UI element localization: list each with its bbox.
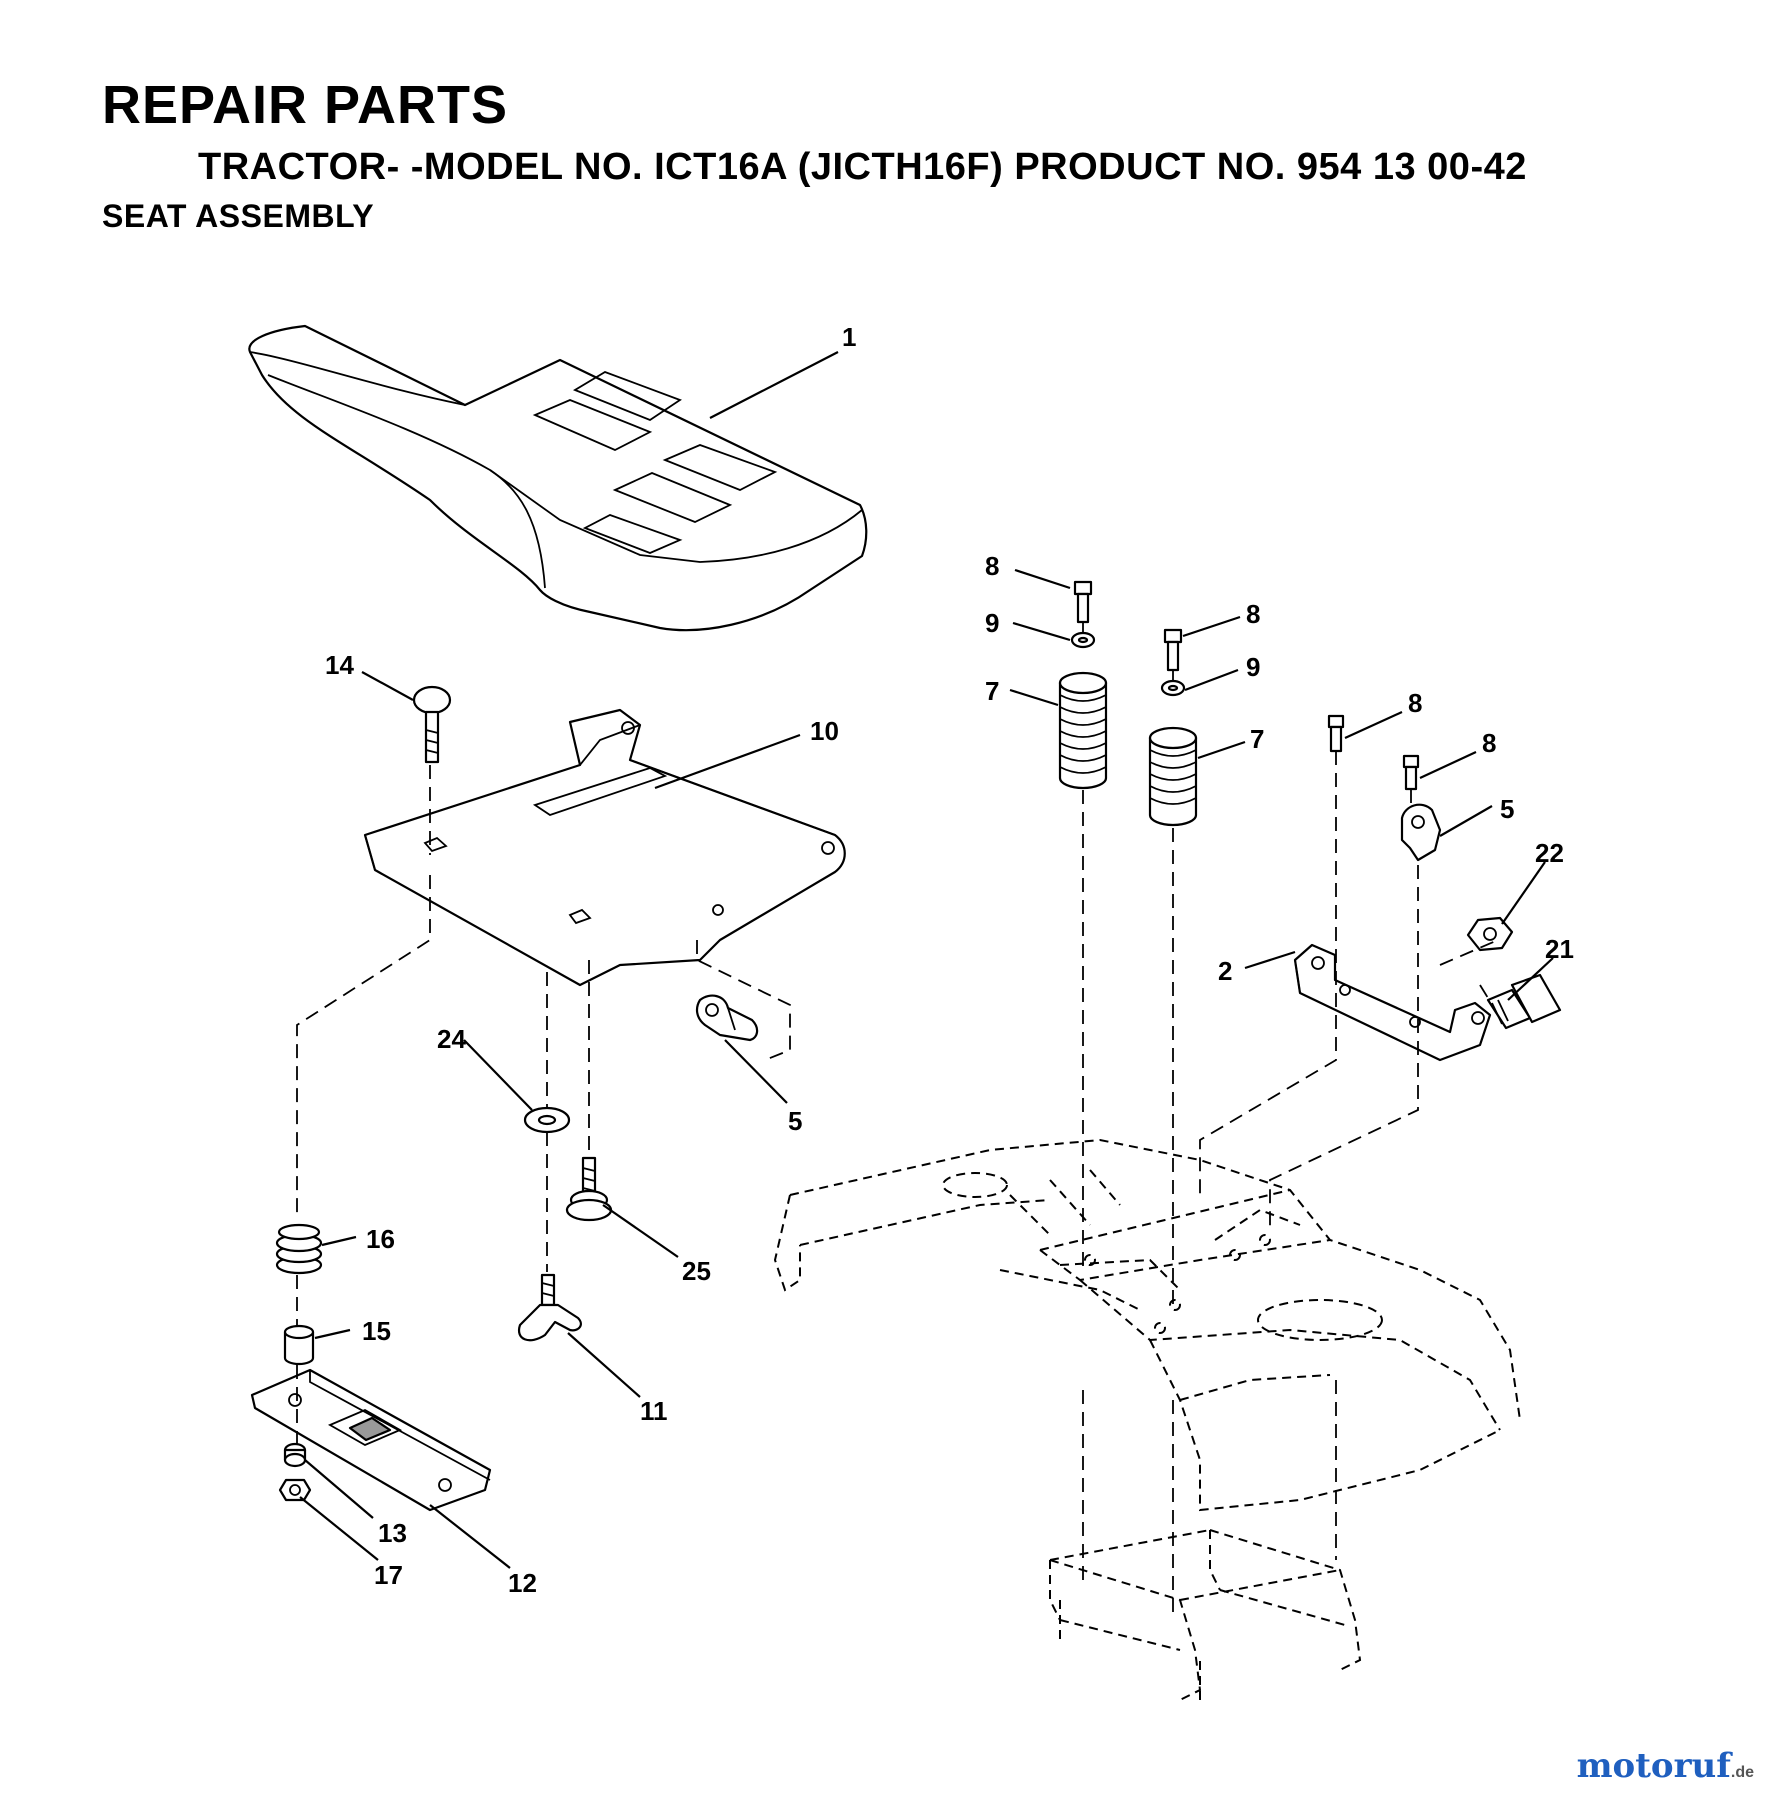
callout-16: 16 [366, 1224, 395, 1254]
leader-lines [299, 351, 1554, 1569]
part-24-washer [523, 1106, 571, 1134]
callout-17: 17 [374, 1560, 403, 1590]
part-8-bolt-a [1073, 580, 1093, 624]
part-21-bolt [1486, 973, 1562, 1030]
fender-ghost [773, 1138, 1521, 1512]
part-8-bolt-c [1327, 714, 1345, 753]
part-11-knob [517, 1273, 582, 1342]
part-9-washer-b [1160, 679, 1186, 697]
part-8-bolt-b [1163, 628, 1183, 672]
page-title: REPAIR PARTS [102, 75, 509, 135]
part-7-spring-a [1058, 671, 1108, 790]
part-17-flange-nut [278, 1478, 312, 1502]
watermark-logo: motoruf.de [1577, 1746, 1754, 1786]
callout-11: 11 [640, 1396, 668, 1426]
callout-24: 24 [437, 1024, 466, 1054]
part-25-shoulder-bolt [565, 1156, 613, 1222]
callout-21: 21 [1545, 934, 1574, 964]
callout-2: 2 [1218, 956, 1232, 986]
part-8-bolt-d [1402, 754, 1420, 791]
callout-10: 10 [810, 716, 839, 746]
part-1-seat [248, 324, 868, 632]
callout-13: 13 [378, 1518, 407, 1548]
part-5-clip-left [695, 994, 759, 1042]
part-16-spring [275, 1223, 323, 1275]
assembly-lines [296, 622, 1499, 1620]
callout-1: 1 [842, 322, 856, 352]
part-14-carriage-bolt [412, 685, 452, 764]
callout-25: 25 [682, 1256, 711, 1286]
part-5-clip-right [1400, 803, 1442, 862]
callout-15: 15 [362, 1316, 391, 1346]
callout-12: 12 [508, 1568, 537, 1598]
part-15-bushing [283, 1324, 315, 1366]
callout-labels: 1 8 9 7 8 9 7 8 8 5 22 21 2 14 10 5 24 2… [325, 322, 1574, 1598]
watermark-suffix: .de [1730, 1764, 1754, 1781]
callout-9: 9 [1246, 652, 1260, 682]
part-22-nut [1466, 916, 1514, 952]
callout-7: 7 [1250, 724, 1264, 754]
callout-8: 8 [1408, 688, 1422, 718]
callout-8: 8 [1246, 599, 1260, 629]
callout-14: 14 [325, 650, 354, 680]
section-title: SEAT ASSEMBLY [102, 198, 375, 234]
part-12-bracket-plate [250, 1368, 492, 1512]
callout-5: 5 [1500, 794, 1514, 824]
model-subtitle: TRACTOR- -MODEL NO. ICT16A (JICTH16F) PR… [198, 146, 1527, 188]
part-9-washer-a [1070, 631, 1096, 649]
part-7-spring-b [1148, 726, 1198, 827]
callout-9: 9 [985, 608, 999, 638]
part-10-seat-pan [363, 708, 846, 987]
part-2-bracket [1293, 943, 1492, 1062]
part-13-nut [283, 1442, 307, 1468]
callout-8: 8 [985, 551, 999, 581]
callout-5: 5 [788, 1106, 802, 1136]
callout-7: 7 [985, 676, 999, 706]
callout-8: 8 [1482, 728, 1496, 758]
callout-22: 22 [1535, 838, 1564, 868]
watermark-brand: motoruf [1576, 1746, 1731, 1786]
frame-stand-ghost [1049, 1529, 1362, 1701]
